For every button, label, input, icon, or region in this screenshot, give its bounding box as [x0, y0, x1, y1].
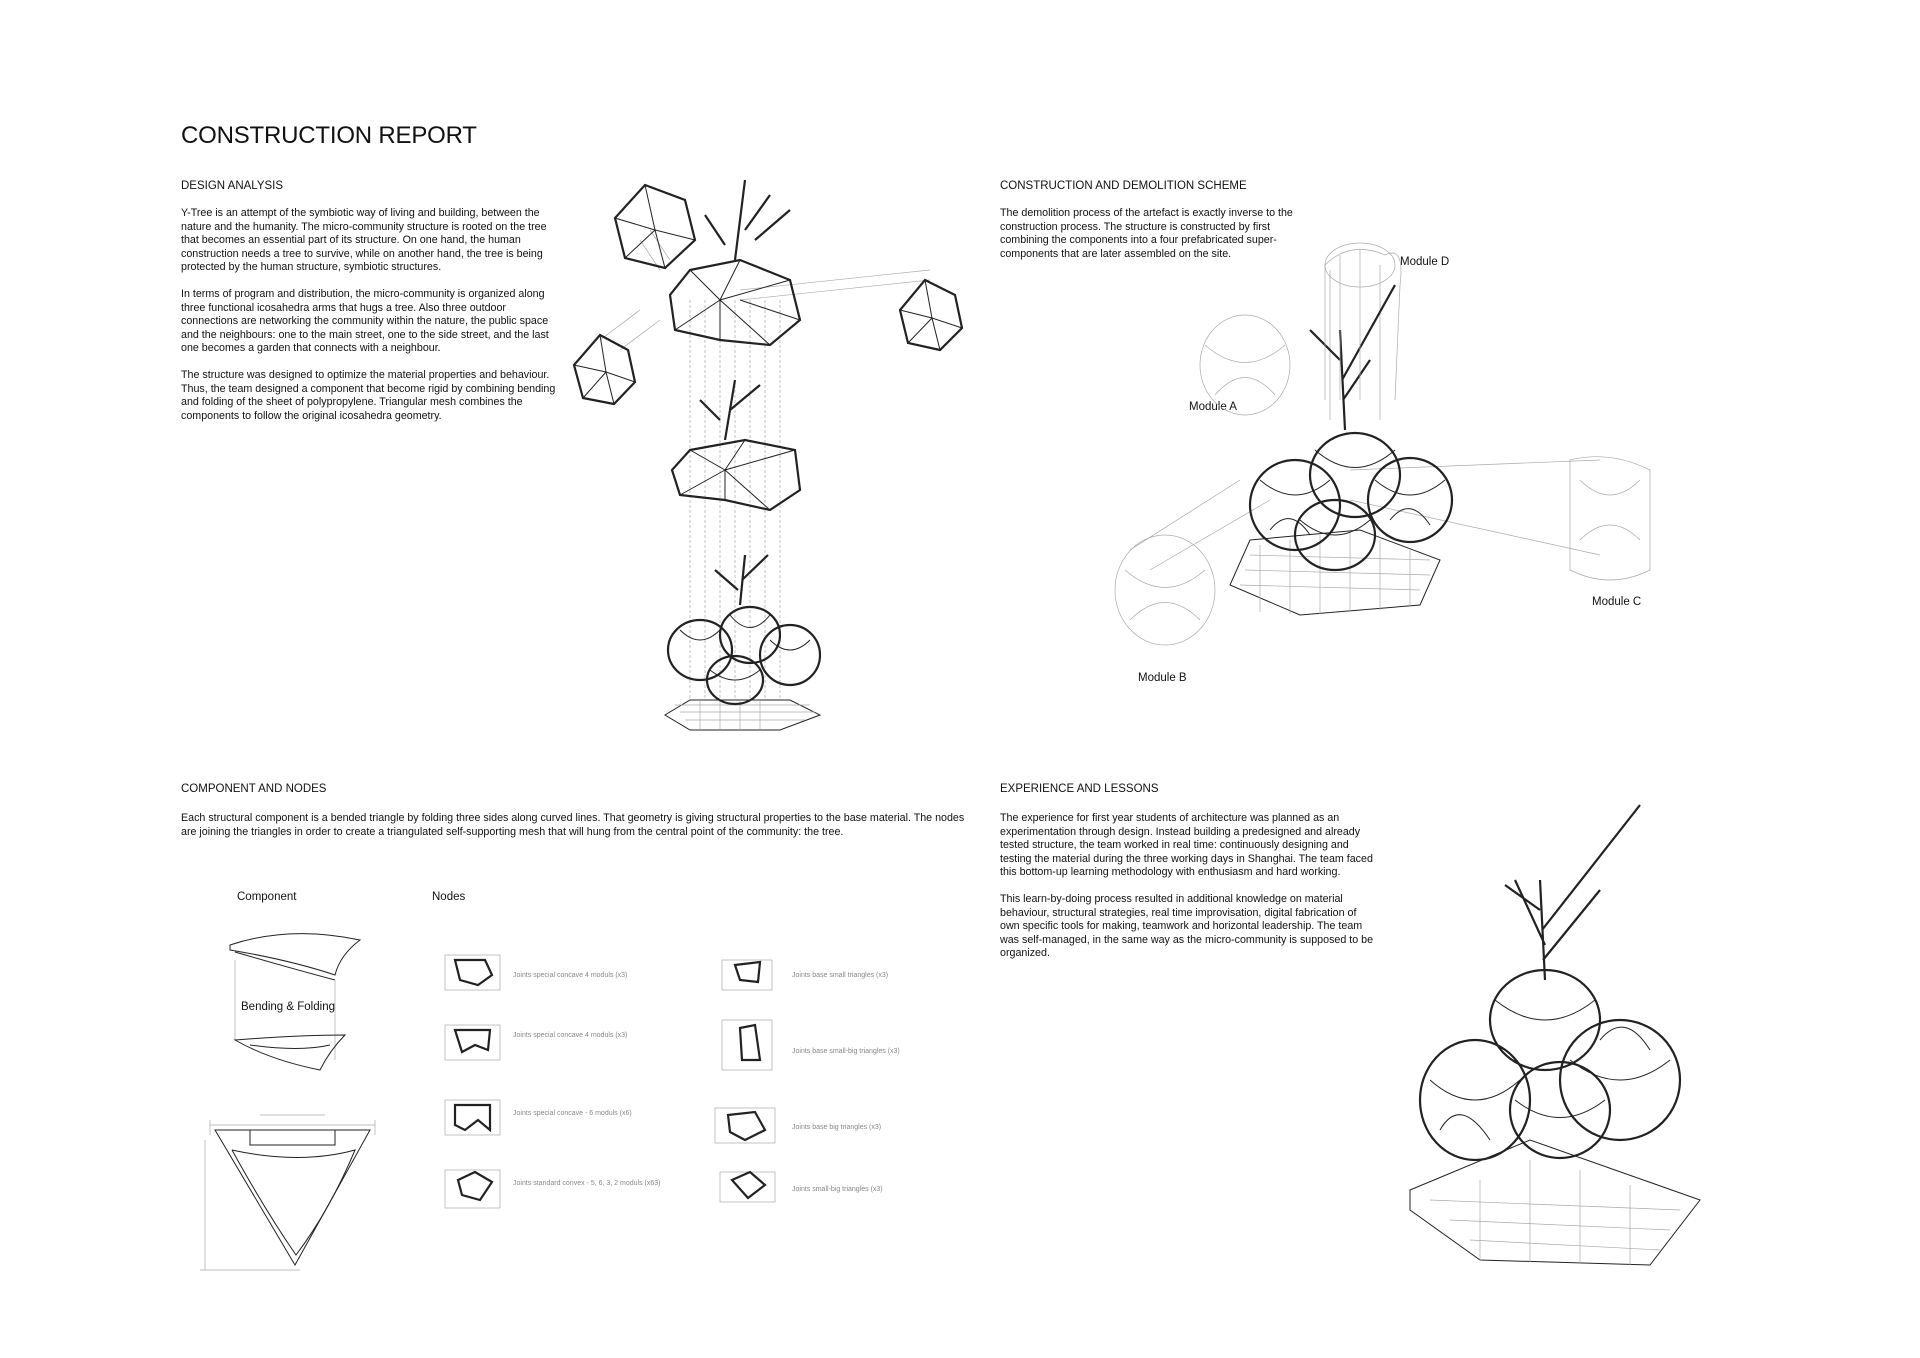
component-label: Component	[237, 891, 297, 903]
node-label: Joints small-big triangles (x3)	[792, 1186, 883, 1193]
node-label: Joints base big triangles (x3)	[792, 1124, 882, 1131]
module-assembly-drawing	[1114, 242, 1651, 646]
design-analysis-text: Y-Tree is an attempt of the symbiotic wa…	[181, 207, 561, 436]
node-label: Joints base small-big triangles (x3)	[792, 1048, 900, 1055]
experience-text: The experience for first year students o…	[1000, 812, 1375, 974]
module-c-label: Module C	[1592, 596, 1642, 608]
module-b-label: Module B	[1138, 672, 1187, 684]
experience-p1: The experience for first year students o…	[1000, 812, 1373, 879]
construction-scheme-text: The demolition process of the artefact i…	[1000, 207, 1300, 274]
node-label: Joints standard convex - 5, 6, 3, 2 modu…	[513, 1180, 661, 1187]
design-analysis-heading: DESIGN ANALYSIS	[181, 180, 284, 192]
node-label: Joints special concave 4 moduls (x3)	[513, 1032, 628, 1039]
exploded-axonometric-drawing	[572, 179, 964, 731]
design-analysis-p1: Y-Tree is an attempt of the symbiotic wa…	[181, 207, 547, 274]
page-title: CONSTRUCTION REPORT	[181, 122, 477, 149]
node-label: Joints base small triangles (x3)	[792, 972, 889, 979]
module-top-cluster	[668, 179, 802, 347]
nodes-label: Nodes	[432, 891, 466, 903]
bending-folding-label: Bending & Folding	[241, 1001, 335, 1013]
node-label: Joints special concave - 6 moduls (x6)	[513, 1110, 632, 1117]
nodes-drawings	[444, 954, 776, 1209]
component-nodes-p1: Each structural component is a bended tr…	[181, 812, 965, 838]
node-label: Joints special concave 4 moduls (x3)	[513, 972, 628, 979]
construction-scheme-p1: The demolition process of the artefact i…	[1000, 207, 1293, 260]
component-nodes-heading: COMPONENT AND NODES	[181, 783, 327, 795]
component-nodes-text: Each structural component is a bended tr…	[181, 812, 971, 852]
construction-scheme-heading: CONSTRUCTION AND DEMOLITION SCHEME	[1000, 180, 1247, 192]
module-d-label: Module D	[1400, 256, 1450, 268]
design-analysis-p3: The structure was designed to optimize t…	[181, 368, 556, 422]
experience-heading: EXPERIENCE AND LESSONS	[1000, 783, 1159, 795]
icosahedron-top-left	[613, 183, 697, 270]
module-bottom-cluster	[664, 554, 822, 731]
module-middle-cluster	[670, 379, 802, 512]
design-analysis-p2: In terms of program and distribution, th…	[181, 287, 549, 355]
icosahedron-right	[898, 278, 964, 352]
experience-p2: This learn-by-doing process resulted in …	[1000, 892, 1374, 960]
icosahedron-left	[572, 333, 637, 406]
component-drawing	[200, 933, 376, 1271]
final-structure-drawing	[1409, 804, 1701, 1266]
